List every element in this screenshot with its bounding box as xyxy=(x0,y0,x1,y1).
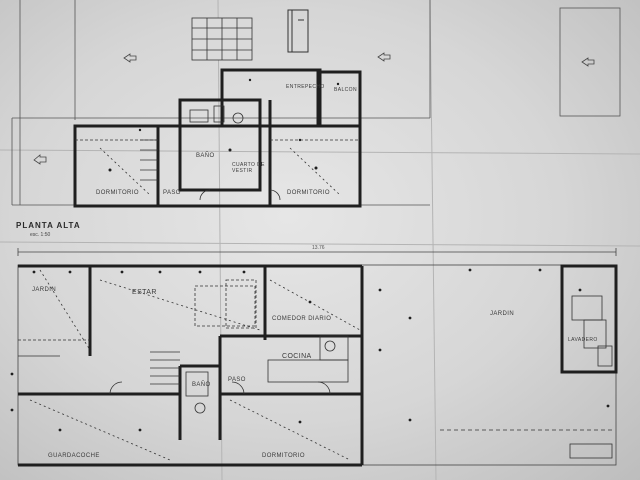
room-label-living: ESTAR xyxy=(132,289,157,296)
room-label-bathroom-upper: BAÑO xyxy=(196,153,215,159)
room-label-kitchen: COCINA xyxy=(282,353,312,360)
room-label-garden-right: JARDIN xyxy=(490,311,515,317)
ground-site-lines xyxy=(17,248,617,466)
site-lines-top xyxy=(11,0,621,206)
overall-dimension: 13.76 xyxy=(312,245,325,251)
upper-floor-scale: esc. 1:50 xyxy=(30,232,51,238)
room-label-garden-left: JARDIN xyxy=(32,287,57,293)
chimney xyxy=(287,9,309,53)
room-label-bedroom-ground: DORMITORIO xyxy=(262,453,305,459)
ground-floor-outlets xyxy=(10,268,610,432)
room-label-hall-upper: PASO xyxy=(163,190,181,196)
solar-panel-grid xyxy=(191,17,253,61)
room-label-bedroom-right: DORMITORIO xyxy=(287,190,330,196)
room-label-balcony: BALCON xyxy=(334,87,357,93)
arrows xyxy=(33,52,595,165)
upper-floor-outlets xyxy=(108,78,340,172)
room-label-laundry: LAVADERO xyxy=(568,337,598,343)
room-label-bathroom-ground: BAÑO xyxy=(192,382,211,388)
upper-floor-details xyxy=(75,105,360,201)
room-label-terrace: ENTREPECHO xyxy=(286,84,325,90)
room-label-hall-ground: PASO xyxy=(228,377,246,383)
upper-floor-walls xyxy=(73,68,362,208)
room-label-dressing: CUARTO DE VESTIR xyxy=(232,162,265,174)
room-label-garage: GUARDACOCHE xyxy=(48,453,100,459)
ground-floor-details xyxy=(18,269,613,461)
room-label-dining: COMEDOR DIARIO xyxy=(272,316,332,322)
ground-floor-walls xyxy=(18,264,618,467)
room-label-bedroom-left: DORMITORIO xyxy=(96,190,139,196)
upper-floor-heading: PLANTA ALTA xyxy=(16,221,81,230)
